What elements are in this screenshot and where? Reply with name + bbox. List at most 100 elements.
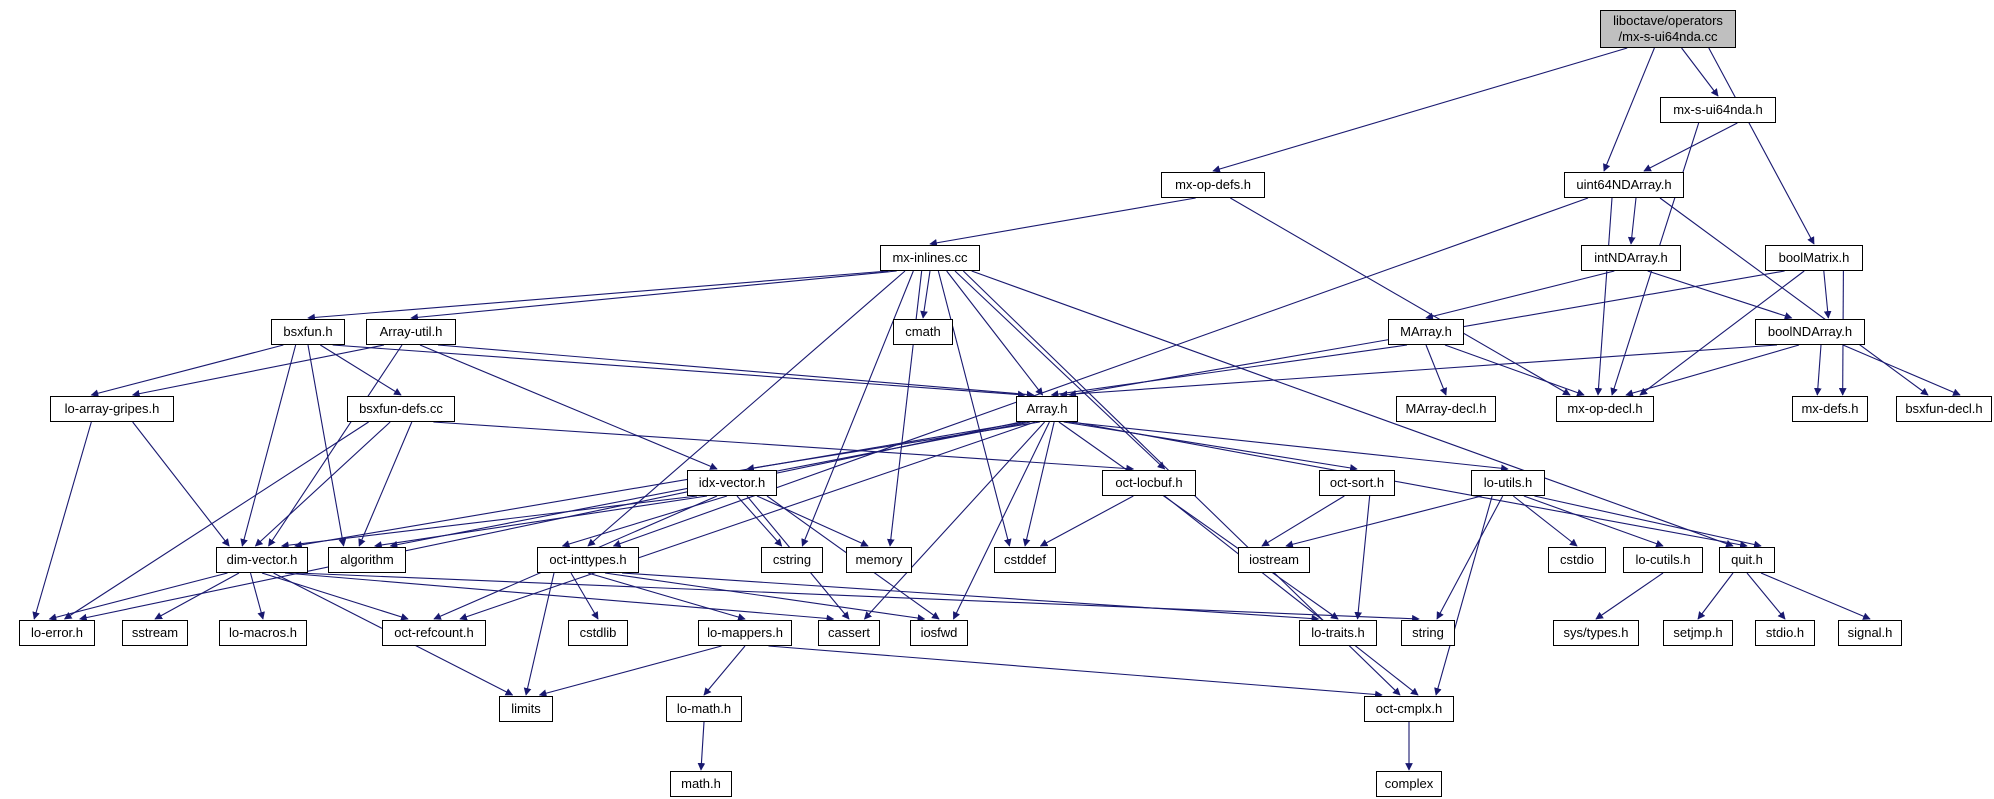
edge-mxinl-cmath — [920, 270, 931, 319]
graph-node-boolmatrix-h[interactable]: boolMatrix.h — [1765, 245, 1863, 271]
edge-gripes-dimvec — [132, 421, 230, 547]
edge-gripes-loerror — [32, 421, 92, 620]
graph-node-uint64ndarray-h[interactable]: uint64NDArray.h — [1564, 172, 1684, 198]
edge-arrutil-gripes — [131, 344, 385, 398]
graph-node-mx-op-decl-h[interactable]: mx-op-decl.h — [1556, 396, 1654, 422]
graph-node-string[interactable]: string — [1401, 620, 1455, 646]
graph-node-oct-cmplx-h[interactable]: oct-cmplx.h — [1364, 696, 1454, 722]
graph-node-stdio-h[interactable]: stdio.h — [1755, 620, 1815, 646]
graph-node-liboctave-operators-mx-s-ui64nda-cc[interactable]: liboctave/operators /mx-s-ui64nda.cc — [1600, 10, 1736, 48]
graph-node-sstream[interactable]: sstream — [122, 620, 188, 646]
graph-node-signal-h[interactable]: signal.h — [1838, 620, 1902, 646]
edge-mxinl-quit — [971, 270, 1734, 548]
graph-node-lo-error-h[interactable]: lo-error.h — [19, 620, 95, 646]
edge-loutils-cstdio — [1512, 495, 1578, 547]
edge-mxinl-cstddef — [937, 270, 1012, 547]
edge-loutils-locutils — [1523, 495, 1664, 548]
edge-quit-setjmp — [1697, 572, 1734, 620]
edge-array-octsort — [1063, 421, 1358, 472]
graph-node-cstddef[interactable]: cstddef — [994, 547, 1056, 573]
edge-intnd-boolnd — [1647, 270, 1793, 320]
graph-node-iosfwd[interactable]: iosfwd — [910, 620, 968, 646]
edge-marray-marraydecl — [1425, 344, 1448, 396]
graph-node-mx-s-ui64nda-h[interactable]: mx-s-ui64nda.h — [1660, 97, 1776, 123]
edge-array-lotraits — [1058, 421, 1339, 620]
graph-node-lo-array-gripes-h[interactable]: lo-array-gripes.h — [50, 396, 174, 422]
graph-node-dim-vector-h[interactable]: dim-vector.h — [216, 547, 308, 573]
graph-node-quit-h[interactable]: quit.h — [1719, 547, 1775, 573]
edge-mxinl-inttypes — [587, 270, 906, 547]
graph-node-cassert[interactable]: cassert — [818, 620, 880, 646]
edge-marray-mxopdecl — [1444, 344, 1585, 397]
graph-node-lo-math-h[interactable]: lo-math.h — [666, 696, 742, 722]
graph-node-oct-sort-h[interactable]: oct-sort.h — [1319, 470, 1395, 496]
edge-lomath-mathh — [697, 721, 706, 771]
edge-bsxdefs-loerror — [63, 421, 369, 620]
graph-node-lo-utils-h[interactable]: lo-utils.h — [1471, 470, 1545, 496]
graph-node-mx-inlines-cc[interactable]: mx-inlines.cc — [880, 245, 980, 271]
graph-node-iostream[interactable]: iostream — [1238, 547, 1310, 573]
graph-node-array-h[interactable]: Array.h — [1016, 396, 1078, 422]
graph-node-oct-inttypes-h[interactable]: oct-inttypes.h — [537, 547, 639, 573]
graph-node-lo-macros-h[interactable]: lo-macros.h — [219, 620, 307, 646]
edge-mxopdefs-mxinl — [929, 197, 1196, 247]
edge-lomappers-lomath — [703, 645, 746, 696]
graph-node-bsxfun-defs-cc[interactable]: bsxfun-defs.cc — [347, 396, 455, 422]
edge-array-cassert — [863, 421, 1046, 620]
graph-node-oct-refcount-h[interactable]: oct-refcount.h — [382, 620, 486, 646]
edge-ui64-mxopdecl — [1594, 197, 1613, 396]
edge-array-idxvec — [746, 421, 1040, 472]
graph-node-cstdio[interactable]: cstdio — [1548, 547, 1606, 573]
edge-boolnd-bsxdecl — [1842, 344, 1961, 396]
edge-dimvec-sstream — [154, 572, 240, 620]
edge-locutils-systypes — [1595, 572, 1664, 620]
edge-bsx-algo — [307, 344, 347, 547]
edge-inttypes-cstdlib — [570, 572, 599, 620]
graph-node-lo-mappers-h[interactable]: lo-mappers.h — [698, 620, 792, 646]
edge-boolm-mxopdecl — [1639, 270, 1805, 396]
graph-node-mx-defs-h[interactable]: mx-defs.h — [1792, 396, 1868, 422]
graph-node-sys-types-h[interactable]: sys/types.h — [1553, 620, 1639, 646]
graph-node-intndarray-h[interactable]: intNDArray.h — [1581, 245, 1681, 271]
graph-node-cmath[interactable]: cmath — [893, 319, 953, 345]
graph-node-lo-traits-h[interactable]: lo-traits.h — [1299, 620, 1377, 646]
graph-node-setjmp-h[interactable]: setjmp.h — [1663, 620, 1733, 646]
edge-mxopdefs-mxopdecl — [1230, 197, 1571, 396]
edge-dimvec-string — [296, 572, 1420, 623]
edge-bsxdefs-locbuf — [433, 421, 1135, 473]
graph-node-algorithm[interactable]: algorithm — [328, 547, 406, 573]
edge-array-dimvec — [294, 421, 1026, 549]
edge-octsort-iostream — [1261, 495, 1345, 547]
edge-intnd-marray — [1425, 270, 1615, 321]
graph-node-lo-cutils-h[interactable]: lo-cutils.h — [1623, 547, 1703, 573]
edge-mxinl-cstring — [801, 270, 914, 547]
edge-dimvec-lomacros — [249, 572, 265, 620]
graph-node-array-util-h[interactable]: Array-util.h — [366, 319, 456, 345]
graph-node-marray-decl-h[interactable]: MArray-decl.h — [1396, 396, 1496, 422]
edge-inttypes-limits — [523, 572, 555, 696]
edge-dimvec-refcount — [261, 572, 409, 621]
edge-locbuf-octcmplx — [1164, 495, 1419, 696]
graph-node-boolndarray-h[interactable]: boolNDArray.h — [1755, 319, 1865, 345]
graph-node-oct-locbuf-h[interactable]: oct-locbuf.h — [1102, 470, 1196, 496]
graph-node-marray-h[interactable]: MArray.h — [1388, 319, 1464, 345]
graph-node-idx-vector-h[interactable]: idx-vector.h — [687, 470, 777, 496]
edge-idxvec-inttypes — [561, 495, 728, 548]
graph-node-bsxfun-h[interactable]: bsxfun.h — [271, 319, 345, 345]
edge-loutils-string — [1436, 495, 1504, 620]
graph-node-cstring[interactable]: cstring — [761, 547, 823, 573]
graph-node-bsxfun-decl-h[interactable]: bsxfun-decl.h — [1896, 396, 1992, 422]
edge-lomappers-octcmplx — [768, 645, 1383, 699]
edge-inttypes-lotraits — [621, 572, 1320, 623]
graph-node-cstdlib[interactable]: cstdlib — [568, 620, 628, 646]
graph-node-limits[interactable]: limits — [499, 696, 553, 722]
edge-ui64-bsxdecl — [1659, 197, 1929, 396]
graph-node-math-h[interactable]: math.h — [670, 771, 732, 797]
graph-node-mx-op-defs-h[interactable]: mx-op-defs.h — [1161, 172, 1265, 198]
edge-dimvec-cassert — [284, 572, 835, 623]
edge-array-loerror — [79, 421, 1021, 622]
graph-node-complex[interactable]: complex — [1376, 771, 1442, 797]
graph-node-memory[interactable]: memory — [846, 547, 912, 573]
edge-root-mxopdefs — [1212, 47, 1628, 173]
